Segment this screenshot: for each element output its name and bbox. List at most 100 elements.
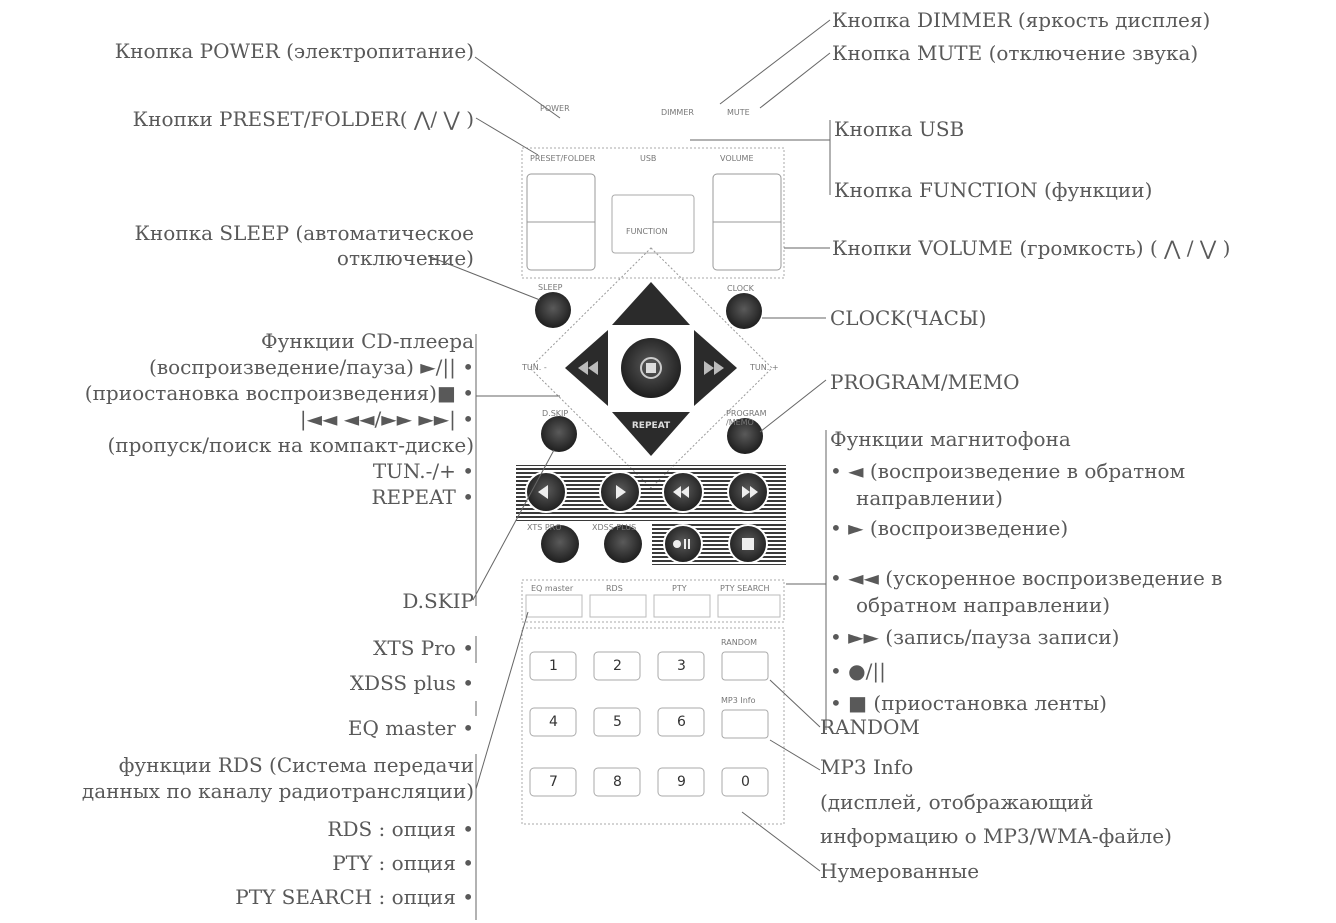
key-5[interactable]	[593, 707, 641, 737]
label-numbered: Нумерованные	[820, 859, 980, 883]
label-cd-skip-search: |◄◄ ◄◄/►► ►►| •	[299, 407, 474, 431]
label-sleep-2: отключение)	[336, 246, 474, 270]
remote-preset-label: PRESET/FOLDER	[530, 154, 596, 163]
remote-pty-label: PTY	[672, 584, 687, 593]
rds-button[interactable]	[589, 594, 647, 618]
key-4-label: 4	[549, 714, 558, 730]
label-xdss-plus: XDSS plus •	[349, 671, 474, 695]
remote-eq-label: EQ master	[531, 584, 574, 593]
key-8[interactable]	[593, 767, 641, 797]
label-mute: Кнопка MUTE (отключение звука)	[832, 41, 1199, 65]
remote-clock-label: CLOCK	[727, 284, 754, 293]
remote-volume-label: VOLUME	[720, 154, 754, 163]
key-2-label: 2	[613, 658, 622, 674]
random-button[interactable]	[721, 651, 769, 681]
key-6[interactable]	[657, 707, 705, 737]
key-2[interactable]	[593, 651, 641, 681]
record-icon	[673, 540, 681, 548]
xts-pro-button[interactable]	[541, 525, 579, 563]
function-button[interactable]	[611, 194, 695, 254]
remote-mute-label: MUTE	[727, 108, 750, 117]
sleep-button[interactable]	[535, 292, 571, 328]
key-4[interactable]	[529, 707, 577, 737]
label-tape-rewind-2: обратном направлении)	[856, 593, 1111, 617]
repeat-button[interactable]	[612, 412, 690, 456]
rewind-icon	[673, 486, 689, 498]
remote-rds-label: RDS	[606, 584, 623, 593]
keypad	[529, 651, 769, 797]
label-power: Кнопка POWER (электропитание)	[114, 39, 474, 63]
label-dimmer: Кнопка DIMMER (яркость дисплея)	[832, 8, 1211, 32]
key-7-label: 7	[549, 774, 558, 790]
remote-usb-label: USB	[640, 154, 657, 163]
remote-function-label: FUNCTION	[626, 227, 668, 236]
leader-lines	[427, 19, 831, 920]
key-3-label: 3	[677, 658, 686, 674]
label-tape-play: • ► (воспроизведение)	[830, 516, 1069, 540]
key-0-label: 0	[741, 774, 750, 790]
label-program-memo: PROGRAM/MEMO	[830, 370, 1020, 394]
remote-pty-search-label: PTY SEARCH	[720, 584, 770, 593]
label-cd-stop: (приостановка воспроизведения)■ •	[84, 381, 474, 405]
label-mp3-info: MP3 Info	[820, 755, 914, 779]
rewind-icon	[578, 361, 598, 375]
key-0[interactable]	[721, 767, 769, 797]
label-tape-stop: • ■ (приостановка ленты)	[830, 691, 1107, 715]
label-xts-pro: XTS Pro •	[373, 636, 474, 660]
mp3-info-button[interactable]	[721, 709, 769, 739]
label-tape-record-pause: • ►► (запись/пауза записи)	[830, 625, 1120, 649]
pty-search-button[interactable]	[717, 594, 781, 618]
stop-icon	[742, 538, 754, 550]
key-5-label: 5	[613, 714, 622, 730]
play-icon	[616, 485, 626, 499]
label-tun: TUN.-/+ •	[372, 459, 474, 483]
label-pty-search-option: PTY SEARCH : опция •	[235, 885, 474, 909]
program-memo-button[interactable]	[727, 418, 763, 454]
key-8-label: 8	[613, 774, 622, 790]
fast-forward-icon	[742, 486, 758, 498]
label-tape-reverse-play: • ◄ (воспроизведение в обратном	[830, 459, 1186, 483]
label-rds-option: RDS : опция •	[327, 817, 474, 841]
remote-tun-minus-label: TUN. -	[522, 363, 547, 372]
pty-button[interactable]	[653, 594, 711, 618]
label-dskip: D.SKIP	[402, 589, 474, 613]
top-panel-border	[521, 147, 785, 279]
label-random: RANDOM	[820, 715, 920, 739]
remote-xdss-label: XDSS PLUS	[592, 523, 637, 532]
dskip-button[interactable]	[541, 416, 577, 452]
label-tape-title: Функции магнитофона	[830, 427, 1071, 451]
key-6-label: 6	[677, 714, 686, 730]
label-tape-record-icon: • ●/||	[830, 659, 886, 683]
record-pause-button[interactable]	[663, 524, 703, 564]
remote-sleep-label: SLEEP	[538, 283, 563, 292]
xdss-plus-button[interactable]	[604, 525, 642, 563]
label-preset-folder: Кнопки PRESET/FOLDER( ⋀/ ⋁ )	[132, 107, 474, 131]
key-9-label: 9	[677, 774, 686, 790]
label-pty-option: PTY : опция •	[332, 851, 474, 875]
label-tape-reverse-play-2: направлении)	[856, 486, 1003, 510]
label-tape-rewind: • ◄◄ (ускоренное воспроизведение в	[830, 566, 1223, 590]
key-7[interactable]	[529, 767, 577, 797]
label-mp3-desc-2: информацию о MP3/WMA-файле)	[820, 824, 1172, 848]
key-9[interactable]	[657, 767, 705, 797]
remote-dimmer-label: DIMMER	[661, 108, 694, 117]
clock-button[interactable]	[726, 293, 762, 329]
remote-tun-plus-label: TUN. +	[750, 363, 779, 372]
play-pause-button[interactable]	[612, 282, 690, 325]
remote-program-label: PROGRAM /MEMO	[726, 409, 767, 427]
eq-master-button[interactable]	[525, 594, 583, 618]
tape-buttons	[525, 471, 769, 513]
label-rds-desc: данных по каналу радиотрансляции)	[81, 779, 474, 803]
label-cd-skip-desc: (пропуск/поиск на компакт-диске)	[107, 433, 474, 457]
key-1[interactable]	[529, 651, 577, 681]
label-cd-title: Функции CD-плеера	[261, 329, 474, 353]
label-eq-master: EQ master •	[347, 716, 474, 740]
label-usb: Кнопка USB	[834, 117, 965, 141]
key-3[interactable]	[657, 651, 705, 681]
repeat-button-label: REPEAT	[632, 421, 671, 431]
reverse-play-icon	[538, 485, 548, 499]
label-function: Кнопка FUNCTION (функции)	[834, 178, 1153, 202]
remote-power-label: POWER	[540, 104, 570, 113]
label-rds-title: функции RDS (Система передачи	[118, 753, 474, 777]
keypad-border	[521, 627, 785, 825]
